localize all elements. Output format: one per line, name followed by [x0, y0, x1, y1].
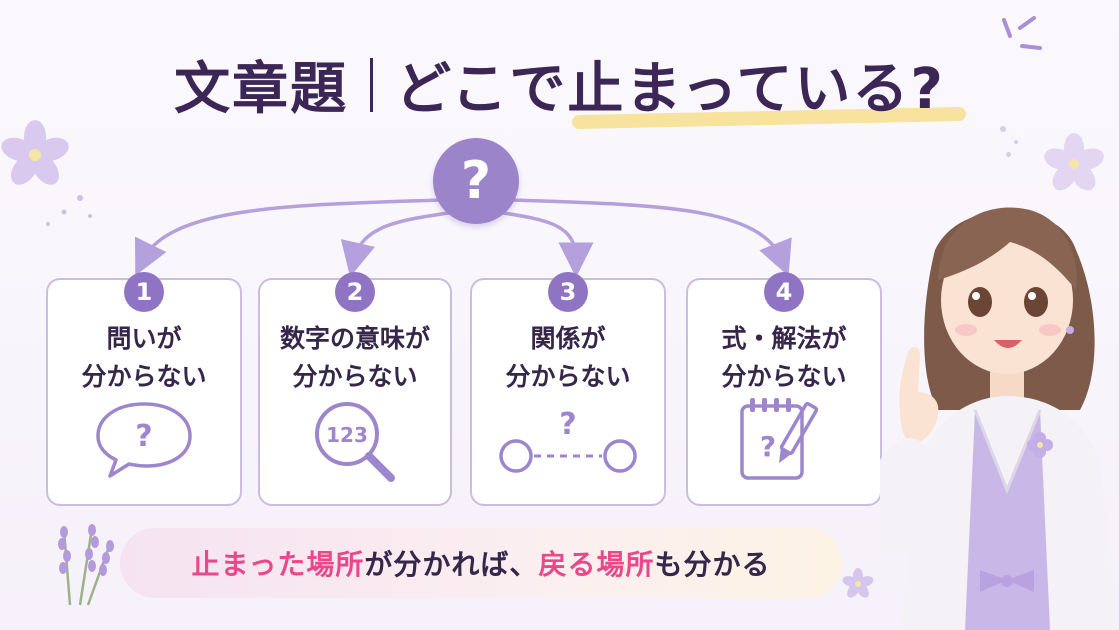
flower-decoration-right [1044, 133, 1104, 191]
decor-dot [1000, 126, 1006, 132]
flower-decoration-left [1, 120, 92, 226]
card-2-number-badge: 2 [335, 272, 375, 312]
card-1: 問いが 分からない ? [46, 278, 242, 506]
speech-bubble-question-icon: ? [96, 402, 192, 478]
sparkle-lines-icon [1002, 16, 1042, 50]
card-3-icon-text: ? [559, 407, 576, 442]
branch-arrow-2 [340, 210, 457, 278]
title-separator [370, 57, 374, 112]
decor-dot [1014, 140, 1018, 144]
card-3: 関係が 分からない ? [470, 278, 666, 506]
card-4-line2: 分からない [721, 362, 847, 391]
card-1-text: 問いが 分からない [48, 320, 240, 396]
banner-emphasis-return-place: 戻る場所 [538, 548, 655, 581]
card-4-line1: 式・解法が [721, 324, 847, 353]
card-2-line1: 数字の意味が [279, 324, 430, 353]
banner-text-2: も分かる [654, 548, 771, 581]
decor-dot [1006, 152, 1011, 157]
card-3-text: 関係が 分からない [472, 320, 664, 396]
notepad-pencil-icon: ? [740, 398, 819, 480]
card-2-icon-text: 123 [326, 423, 368, 447]
card-2-text: 数字の意味が 分からない [260, 320, 450, 396]
card-3-number-badge: 3 [548, 272, 588, 312]
card-1-line2: 分からない [81, 362, 207, 391]
flower-decoration-small [842, 568, 874, 598]
summary-banner: 止まった場所 が分かれば、 戻る場所 も分かる [120, 528, 842, 598]
lavender-sprig-icon [58, 524, 114, 606]
center-question-mark: ? [460, 151, 492, 211]
card-4-number-badge: 4 [764, 272, 804, 312]
card-1-icon-text: ? [135, 419, 152, 454]
card-2-line2: 分からない [292, 362, 418, 391]
card-3-line2: 分からない [505, 362, 631, 391]
title-part1: 文章題 [174, 57, 349, 122]
page-title: 文章題 どこで止まっている? [0, 44, 1119, 125]
card-1-line1: 問いが [106, 324, 182, 353]
card-1-number-badge: 1 [124, 272, 164, 312]
teacher-character-illustration [880, 207, 1119, 630]
connection-question-icon: ? [499, 407, 637, 473]
card-4: 式・解法が 分からない ? [686, 278, 882, 506]
magnifier-123-icon: 123 [315, 402, 395, 482]
card-2: 数字の意味が 分からない 123 [258, 278, 452, 506]
card-3-line1: 関係が [530, 324, 606, 353]
center-question-icon: ? [433, 138, 519, 224]
card-4-text: 式・解法が 分からない [688, 320, 880, 396]
branch-arrow-3 [495, 210, 594, 278]
title-part2: どこで止まっている? [395, 57, 945, 122]
card-4-icon-text: ? [760, 430, 776, 463]
branch-arrow-4 [510, 198, 792, 277]
banner-emphasis-stopped-place: 止まった場所 [191, 548, 365, 581]
banner-text-1: が分かれば、 [364, 548, 539, 581]
branch-arrow-1 [135, 198, 442, 276]
